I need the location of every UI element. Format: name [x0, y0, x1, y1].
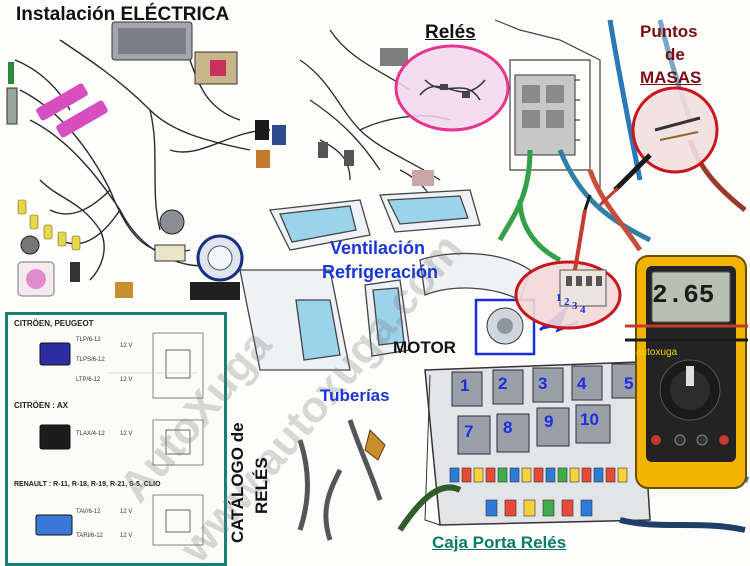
- label-tuberias: Tuberías: [320, 386, 390, 405]
- label-reles: Relés: [425, 22, 476, 43]
- relay-slot-number: 2: [498, 374, 508, 393]
- catalog-code: TLPS/6-12: [76, 357, 105, 363]
- multimeter-reading: 2.65: [652, 280, 715, 310]
- ventilation-ducts: [239, 189, 531, 371]
- relay-slot-number: 8: [503, 418, 513, 437]
- tube-clamp: [364, 429, 386, 461]
- relay-slot-number: 4: [577, 374, 587, 393]
- connector-pin: 3: [572, 300, 578, 312]
- catalog-code: TAV/6-12: [76, 509, 101, 515]
- catalog-brand-renault: RENAULT : R-11, R-18, R-19, R-21, S-5, C…: [14, 481, 161, 488]
- ignition-coils: [36, 83, 108, 138]
- label-motor: MOTOR: [393, 338, 456, 357]
- catalog-voltage: 12 V: [120, 377, 133, 383]
- distributor: [190, 234, 244, 300]
- dashboard-relay-block: [514, 74, 576, 156]
- label-catalogo-reles: RELÉS: [252, 457, 271, 514]
- label-puntos: Puntos: [640, 22, 698, 41]
- relay-slot-number: 3: [538, 374, 548, 393]
- catalog-code: TLP/6-12: [76, 337, 101, 343]
- label-de: de: [665, 45, 685, 64]
- catalog-drawings: [35, 332, 204, 546]
- fuse-row: [449, 467, 628, 517]
- label-masas: MASAS: [640, 68, 702, 87]
- harness-plugs: [6, 21, 286, 168]
- relay-slot-number: 9: [544, 412, 554, 431]
- catalog-brand-citroen-ax: CITRÖEN : AX: [14, 401, 68, 410]
- catalog-voltage: 12 V: [120, 509, 133, 515]
- connector-pin: 2: [564, 296, 570, 308]
- label-ventilacion: Ventilación: [330, 238, 426, 258]
- catalog-voltage: 12 V: [120, 431, 133, 437]
- connector-pin: 1: [556, 292, 562, 304]
- catalog-code: TLAX/4-12: [76, 431, 105, 437]
- catalog-brand-citroen-peugeot: CITRÖEN, PEUGEOT: [14, 319, 94, 328]
- relay-slot-number: 5: [624, 374, 634, 393]
- catalog-code: TARI/6-12: [76, 533, 103, 539]
- spark-plugs: [17, 199, 81, 251]
- relay-slot-number: 10: [580, 410, 599, 429]
- relay-slot-number: 1: [460, 376, 470, 395]
- sensors: [17, 209, 186, 298]
- multimeter-brand: autoxuga: [636, 347, 678, 358]
- tubes: [297, 419, 383, 541]
- catalog-code: LTP/6-12: [76, 377, 101, 383]
- connector-pin: 4: [580, 304, 586, 316]
- connector-highlight: [514, 194, 622, 330]
- label-caja-porta-reles: Caja Porta Relés: [432, 533, 567, 552]
- relay-catalog: CITRÖEN, PEUGEOT TLP/6-12 TLPS/6-12 LTP/…: [5, 312, 227, 566]
- reles-highlight: [394, 44, 510, 132]
- label-refrigeracion: Refrigeración: [322, 262, 439, 282]
- relay-slot-number: 7: [464, 422, 474, 441]
- label-catalogo: CATÁLOGO de: [228, 422, 247, 543]
- multimeter: [625, 255, 748, 489]
- masas-highlight: [598, 86, 719, 207]
- catalog-voltage: 12 V: [120, 343, 133, 349]
- catalog-voltage: 12 V: [120, 533, 133, 539]
- center-harness-plugs: [318, 48, 434, 186]
- page-title: Instalación ELÉCTRICA: [16, 4, 230, 25]
